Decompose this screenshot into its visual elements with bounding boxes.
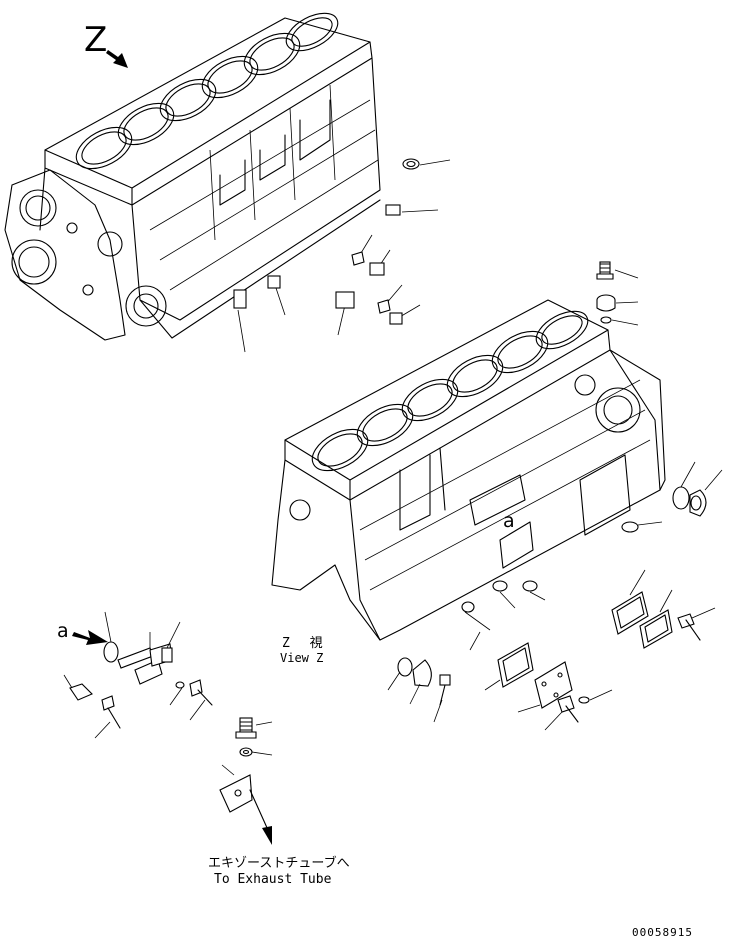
upper-right-parts — [596, 261, 639, 326]
right-side-parts — [621, 461, 723, 533]
cylinder-block-lower — [271, 299, 666, 641]
reference-mark-a-block: a — [503, 510, 515, 532]
view-direction-arrow — [106, 50, 128, 68]
exhaust-label-english: To Exhaust Tube — [214, 872, 332, 887]
view-marker-z: Z — [84, 20, 108, 60]
view-label-japanese: Z 視 — [282, 636, 329, 651]
view-label-english: View Z — [280, 651, 324, 665]
detail-a-assembly — [63, 611, 213, 739]
lower-block-plugs — [387, 580, 546, 723]
document-number: 00058915 — [632, 926, 693, 939]
cylinder-bores-lower — [311, 310, 589, 472]
gasket-cover-set — [484, 569, 716, 731]
cylinder-bores-upper — [75, 12, 339, 170]
upper-block-small-parts — [233, 158, 420, 325]
cylinder-block-upper — [4, 12, 381, 341]
exhaust-label-japanese: エキゾーストチューブへ — [208, 856, 350, 871]
exhaust-bracket-detail — [219, 717, 273, 845]
leader-lines-upper — [237, 159, 451, 353]
reference-mark-a-detail: a — [57, 620, 69, 642]
